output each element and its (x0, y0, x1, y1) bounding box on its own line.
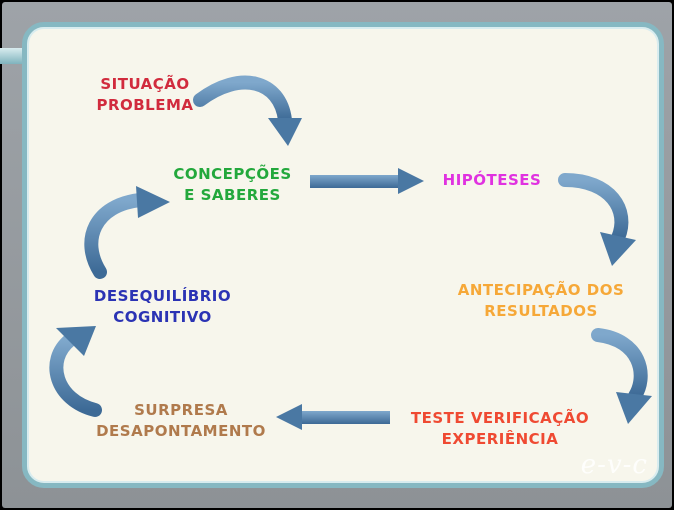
node-desequilibrio-cognitivo: DESEQUILÍBRIO COGNITIVO (80, 286, 245, 328)
node-desequilibrio-line1: DESEQUILÍBRIO (93, 287, 232, 305)
node-concepcoes-line1: CONCEPÇÕES (173, 165, 292, 183)
node-hipoteses: HIPÓTESES (432, 170, 552, 191)
straight-arrow-teste-surpresa (276, 404, 390, 430)
node-antecipacao-resultados: ANTECIPAÇÃO DOS RESULTADOS (446, 280, 636, 322)
node-antecipacao-line1: ANTECIPAÇÃO DOS (457, 281, 625, 299)
node-teste-line2: EXPERIÊNCIA (441, 430, 559, 448)
node-antecipacao-line2: RESULTADOS (484, 302, 598, 320)
curved-arrow-desequilibrio-concepcoes (84, 186, 170, 279)
node-surpresa-desapontamento: SURPRESA DESAPONTAMENTO (86, 400, 276, 442)
node-concepcoes-line2: E SABERES (184, 186, 281, 204)
node-hipoteses-line1: HIPÓTESES (442, 171, 542, 189)
curved-arrow-antecipacao-teste (591, 328, 652, 424)
node-situacao-line2: PROBLEMA (96, 96, 194, 114)
node-situacao-line1: SITUAÇÃO (100, 75, 190, 93)
node-teste-experiencia: TESTE VERIFICAÇÃO EXPERIÊNCIA (400, 408, 600, 450)
node-desequilibrio-line2: COGNITIVO (113, 308, 212, 326)
curved-arrow-surpresa-desequilibrio (49, 326, 102, 417)
curved-arrow-situacao-concepcoes (193, 75, 302, 146)
slide-panel (22, 22, 664, 488)
straight-arrow-concepcoes-hipoteses (310, 168, 424, 194)
node-teste-line1: TESTE VERIFICAÇÃO (410, 409, 590, 427)
curved-arrow-hipoteses-antecipacao (558, 173, 636, 266)
node-surpresa-line1: SURPRESA (134, 401, 228, 419)
node-concepcoes-saberes: CONCEPÇÕES E SABERES (160, 164, 305, 206)
channel-watermark: e-v-c (580, 450, 648, 480)
node-situacao-problema: SITUAÇÃO PROBLEMA (90, 74, 200, 116)
node-surpresa-line2: DESAPONTAMENTO (96, 422, 266, 440)
